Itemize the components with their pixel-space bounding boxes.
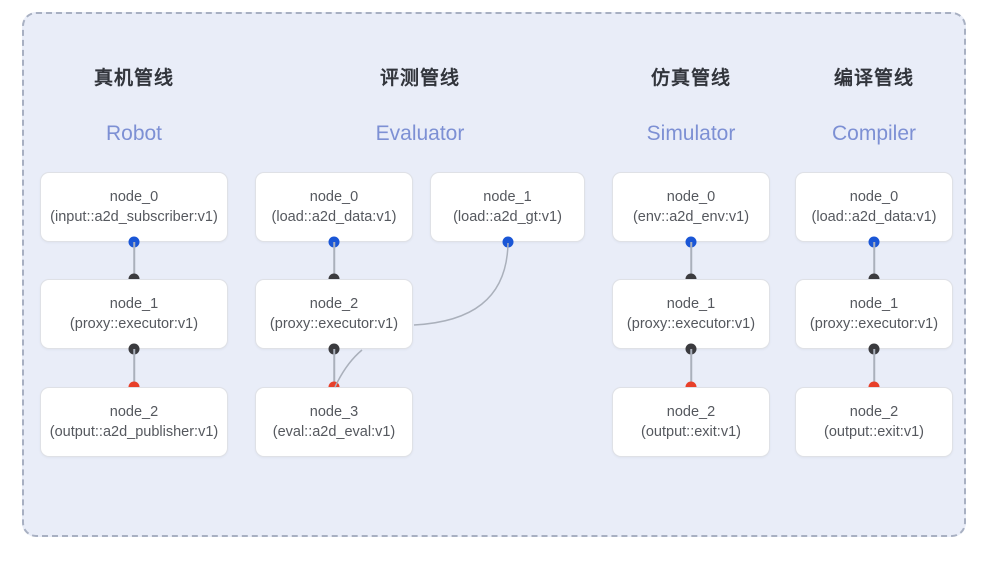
node-simulator-2[interactable]: node_2 (output::exit:v1) [612,387,770,457]
node-id: node_0 [109,189,159,205]
node-spec: (input::a2d_subscriber:v1) [50,209,218,225]
node-robot-0[interactable]: node_0 (input::a2d_subscriber:v1) [40,172,228,242]
node-spec: (load::a2d_gt:v1) [453,209,562,225]
edge-robot-0-1 [133,242,135,280]
edge-compiler-1-2 [873,349,875,387]
node-compiler-0[interactable]: node_0 (load::a2d_data:v1) [795,172,953,242]
node-compiler-2[interactable]: node_2 (output::exit:v1) [795,387,953,457]
node-spec: (proxy::executor:v1) [809,316,939,332]
node-spec: (output::exit:v1) [824,424,924,440]
column-title-cn-compiler: 编译管线 [833,68,914,89]
node-id: node_2 [109,404,159,420]
node-robot-1[interactable]: node_1 (proxy::executor:v1) [40,279,228,349]
column-title-en-compiler: Compiler [831,122,917,145]
node-spec: (env::a2d_env:v1) [632,209,750,225]
edge-compiler-0-1 [873,242,875,280]
node-id: node_2 [849,404,899,420]
node-id: node_1 [483,189,532,205]
edge-evaluator-0-2 [333,242,335,280]
column-title-en-evaluator: Evaluator [375,122,465,145]
column-title-en-simulator: Simulator [646,122,736,145]
node-id: node_0 [849,189,899,205]
node-id: node_2 [309,296,359,312]
edge-evaluator-2-3 [333,349,335,387]
column-title-cn-simulator: 仿真管线 [650,68,731,89]
node-evaluator-3[interactable]: node_3 (eval::a2d_eval:v1) [255,387,413,457]
column-title-cn-robot: 真机管线 [93,68,174,89]
node-spec: (proxy::executor:v1) [69,316,199,332]
node-spec: (load::a2d_data:v1) [811,209,937,225]
port-output-evaluator-1[interactable] [502,236,514,248]
node-simulator-0[interactable]: node_0 (env::a2d_env:v1) [612,172,770,242]
column-title-en-robot: Robot [105,122,163,145]
node-spec: (proxy::executor:v1) [626,316,756,332]
node-spec: (output::exit:v1) [641,424,741,440]
node-spec: (proxy::executor:v1) [269,316,399,332]
node-id: node_0 [309,189,359,205]
node-evaluator-2[interactable]: node_2 (proxy::executor:v1) [255,279,413,349]
node-spec: (eval::a2d_eval:v1) [272,424,396,440]
node-spec: (load::a2d_data:v1) [271,209,397,225]
node-compiler-1[interactable]: node_1 (proxy::executor:v1) [795,279,953,349]
node-robot-2[interactable]: node_2 (output::a2d_publisher:v1) [40,387,228,457]
node-id: node_1 [849,296,899,312]
node-id: node_1 [109,296,159,312]
node-evaluator-0[interactable]: node_0 (load::a2d_data:v1) [255,172,413,242]
node-id: node_0 [666,189,716,205]
node-simulator-1[interactable]: node_1 (proxy::executor:v1) [612,279,770,349]
edge-simulator-0-1 [690,242,692,280]
edge-robot-1-2 [133,349,135,387]
column-title-cn-evaluator: 评测管线 [379,68,460,89]
node-evaluator-1[interactable]: node_1 (load::a2d_gt:v1) [430,172,585,242]
node-id: node_3 [309,404,359,420]
node-spec: (output::a2d_publisher:v1) [49,424,219,440]
node-id: node_2 [666,404,716,420]
node-id: node_1 [666,296,716,312]
edge-simulator-1-2 [690,349,692,387]
